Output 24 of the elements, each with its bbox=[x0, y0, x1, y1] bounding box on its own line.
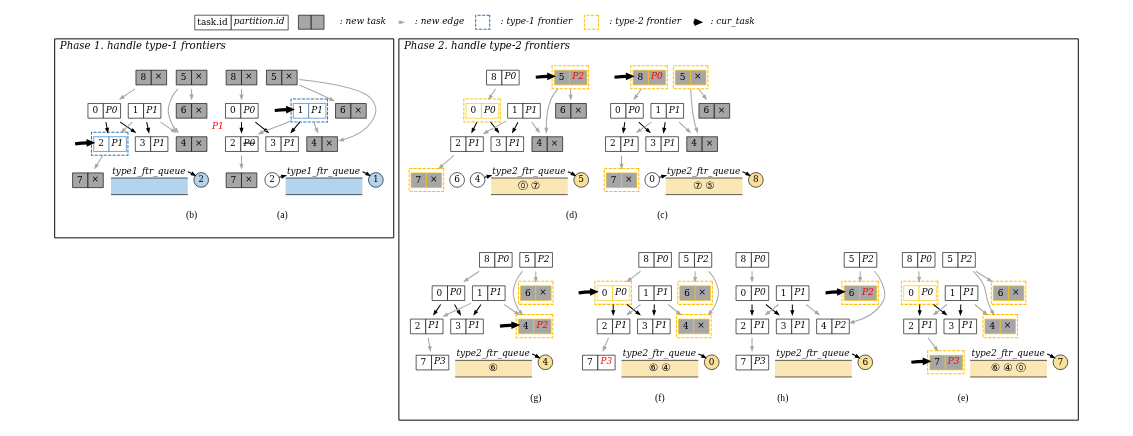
label: (h) bbox=[777, 391, 789, 403]
node-label: P1 bbox=[212, 121, 224, 132]
node-label: type1_ftr_queue bbox=[112, 165, 186, 176]
legend-label: : cur_task bbox=[710, 15, 755, 26]
node-label: type2_ftr_queue bbox=[971, 348, 1045, 358]
node-label: type2_ftr_queue bbox=[456, 348, 530, 358]
node-label: partition.id bbox=[233, 16, 285, 27]
label: (a) bbox=[277, 209, 288, 221]
legend-label: : type-2 frontier bbox=[609, 15, 682, 26]
legend-label: : new task bbox=[339, 15, 387, 26]
node-label: type1_ftr_queue bbox=[286, 165, 361, 176]
node-text: task.id bbox=[197, 16, 228, 27]
label: (d) bbox=[566, 209, 578, 221]
node-label: type2_ftr_queue bbox=[776, 348, 850, 358]
label: (g) bbox=[530, 391, 542, 403]
node-label: type2_ftr_queue bbox=[666, 165, 741, 176]
label: (b) bbox=[186, 209, 198, 221]
legend-label: : type-1 frontier bbox=[500, 15, 573, 26]
node-label: type2_ftr_queue bbox=[622, 348, 697, 358]
node-label: type2_ftr_queue bbox=[492, 165, 566, 176]
legend-label: : new edge bbox=[414, 15, 465, 26]
label: (e) bbox=[957, 391, 969, 403]
label: (c) bbox=[657, 209, 668, 221]
label: (f) bbox=[655, 391, 665, 403]
